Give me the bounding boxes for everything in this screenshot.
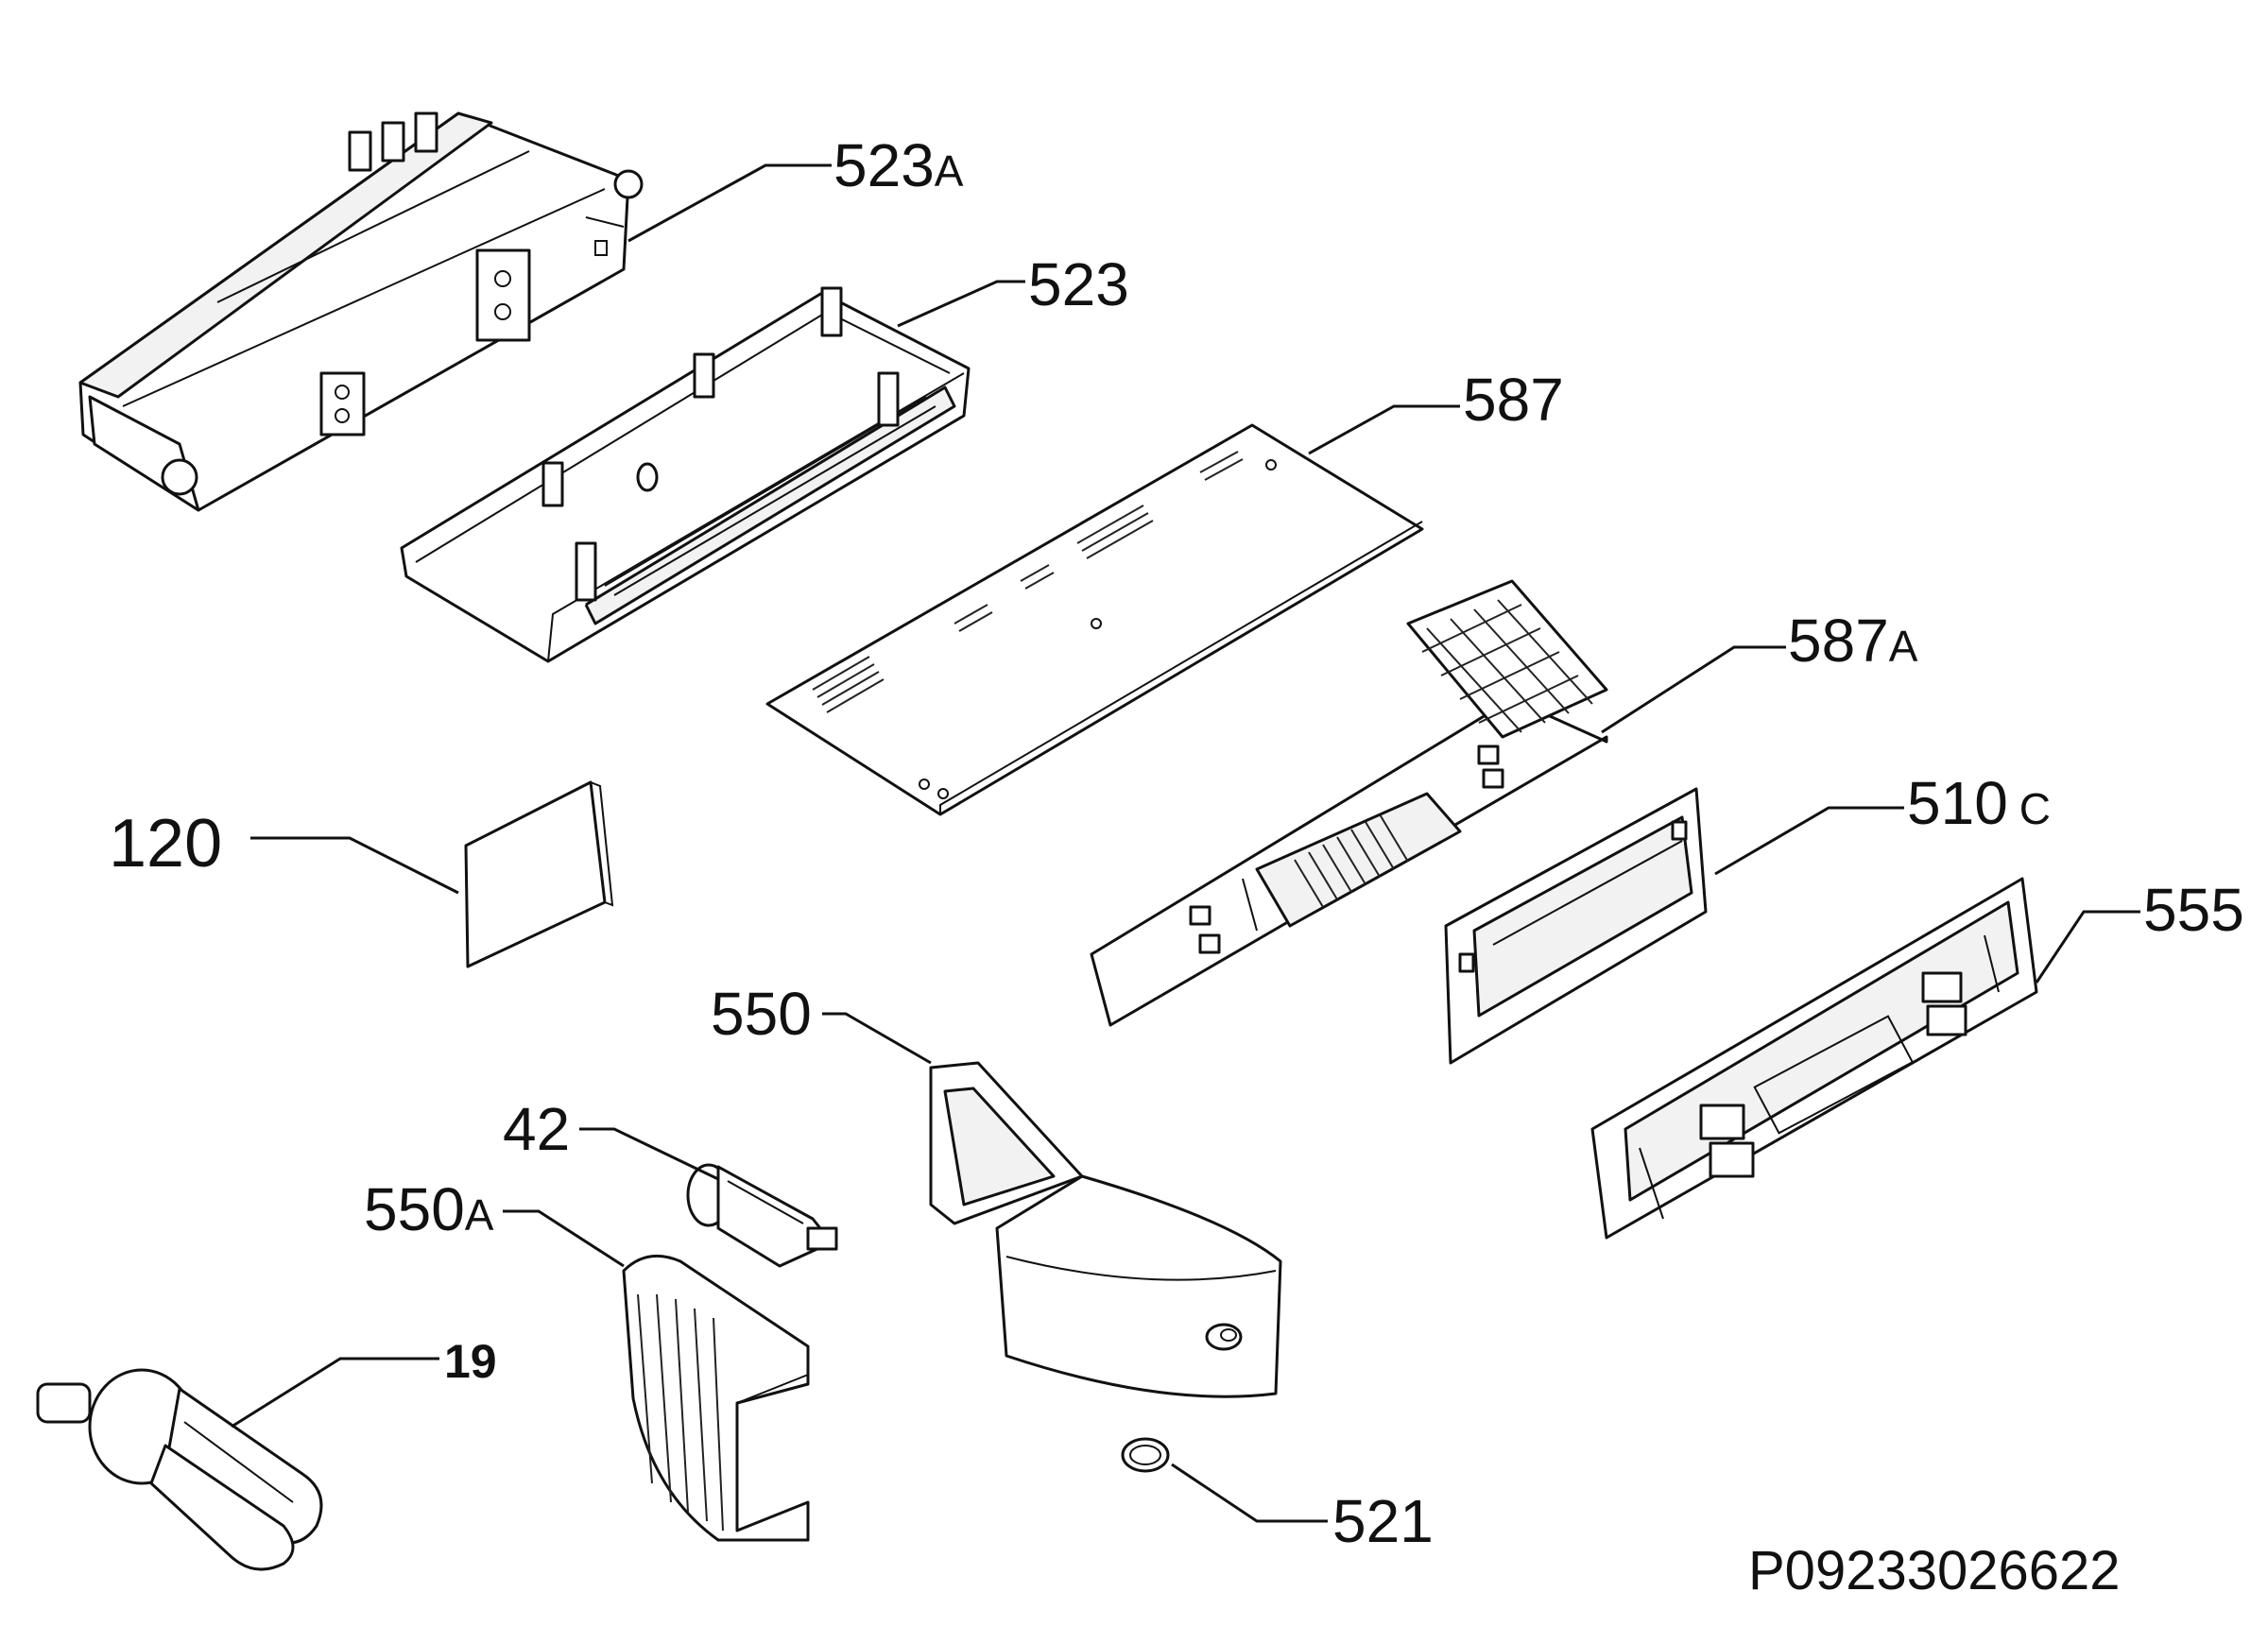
part-587A-display-board — [1090, 579, 1608, 1027]
leader-19 — [231, 1357, 439, 1429]
leader-523 — [897, 280, 1025, 328]
part-19-lamp-bulb — [36, 1368, 323, 1571]
leader-521 — [1171, 1463, 1328, 1523]
part-42-lamp-holder — [686, 1163, 838, 1268]
part-523-frame — [400, 286, 971, 663]
label-587: 587 — [1463, 366, 1564, 434]
leader-42 — [579, 1127, 719, 1181]
part-550A-light-cover — [622, 1254, 810, 1542]
label-550A: 550A — [364, 1175, 494, 1243]
part-521-o-ring — [1121, 1437, 1170, 1473]
leader-120 — [250, 836, 459, 895]
part-550-dispenser-housing — [929, 1061, 1282, 1398]
part-587-circuit-board — [765, 423, 1424, 816]
leader-550 — [822, 1012, 932, 1065]
part-120-pad — [464, 780, 614, 968]
part-555-button-panel — [1590, 877, 2038, 1240]
leader-510C — [1714, 806, 1904, 876]
label-523: 523 — [1028, 250, 1129, 318]
label-523A: 523A — [833, 131, 964, 199]
label-120: 120 — [109, 806, 222, 881]
part-523A-housing — [78, 111, 644, 512]
leader-lines — [231, 163, 2140, 1523]
label-19: 19 — [444, 1335, 497, 1388]
leader-555 — [2035, 910, 2140, 984]
label-587A: 587A — [1788, 607, 1918, 675]
label-521: 521 — [1332, 1487, 1434, 1555]
label-555: 555 — [2143, 876, 2244, 944]
leader-550A — [503, 1209, 625, 1268]
leader-587 — [1308, 404, 1460, 455]
part-510C-frame — [1444, 787, 1708, 1065]
label-550: 550 — [711, 980, 812, 1048]
diagram-reference-number: P09233026622 — [1748, 1540, 2121, 1601]
label-42: 42 — [503, 1095, 570, 1163]
leader-587A — [1601, 645, 1786, 734]
leader-523A — [627, 163, 832, 243]
